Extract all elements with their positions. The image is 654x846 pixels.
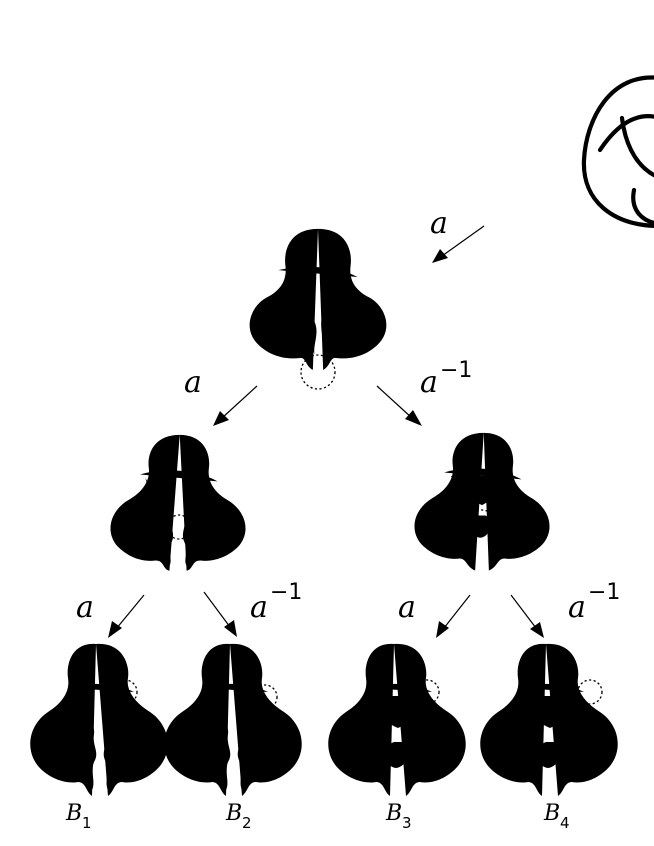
arrow-level2-right-inv [510,594,544,638]
label-b2-index: 2 [242,814,252,832]
crossing-marker-level2-right [469,509,495,535]
crossing-marker-root [300,354,336,390]
label-level2-left-a: a [76,590,94,625]
arrow-level2-right-a [436,594,471,638]
label-b1-letter: B [65,801,82,826]
arrow-level2-left-inv [203,591,237,637]
label-b1: B 1 [65,801,92,832]
label-level2-left-inv: a [250,590,268,625]
knot-b1 [30,643,168,796]
label-top: a [430,206,448,241]
arrow-top [432,225,485,263]
crossing-marker-b2 [252,684,278,710]
label-level1-right-exponent: −1 [440,358,472,383]
label-b3: B 3 [385,801,412,832]
crossing-marker-level2-left [166,514,192,540]
label-b3-index: 3 [402,814,412,832]
label-b3-letter: B [385,801,402,826]
label-level1-left: a [184,365,202,400]
arrow-level1-left [213,385,258,426]
label-level2-right-inv: a [568,590,586,625]
label-level2-right-a: a [398,590,416,625]
crossing-marker-b4 [577,679,603,705]
label-b4-letter: B [543,801,560,826]
label-level2-right-inv-exponent: −1 [588,580,620,605]
label-b4-index: 4 [560,814,570,832]
knot-b3 [328,643,466,796]
knot-b2 [164,643,302,796]
knot-root [249,228,387,370]
crossing-marker-b1 [112,679,138,705]
top-right-knot [581,75,654,228]
label-level2-left-inv-exponent: −1 [270,580,302,605]
arrow-level1-right [376,385,422,426]
knot-level2-right [414,432,550,571]
arrow-level2-left-a [108,594,145,638]
label-level1-right: a [420,365,438,400]
knot-level2-left [110,434,246,571]
label-b2-letter: B [225,801,242,826]
crossing-marker-b3 [414,679,440,705]
label-b1-index: 1 [82,814,92,832]
knot-b4 [480,643,618,796]
label-b2: B 2 [225,801,252,832]
label-b4: B 4 [543,801,570,832]
